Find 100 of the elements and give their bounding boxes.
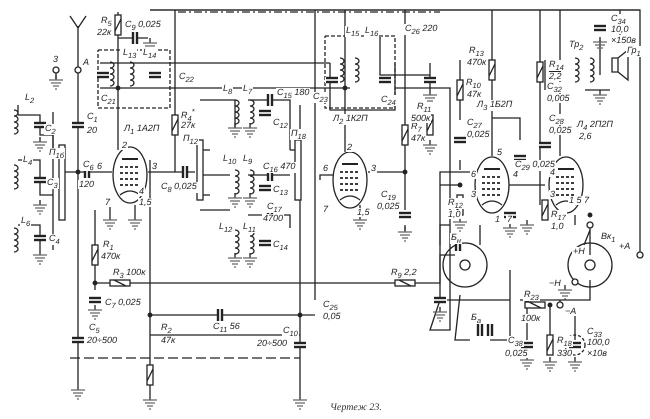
pin-number: 6: [322, 164, 330, 173]
pin-number: 4: [512, 170, 520, 179]
component-value: 0,05: [322, 312, 342, 321]
component-value: 47к: [160, 336, 176, 345]
component-label: R$_{10}$: [465, 78, 482, 90]
component-label: R$_{9}$ 2,2: [390, 268, 418, 280]
component-value: 0,005: [546, 94, 571, 103]
component-label: C$_{23}$: [312, 92, 329, 104]
pin-number: 1 5 7: [568, 196, 590, 205]
component-label: L$_{9}$: [242, 154, 254, 166]
component-label: C$_{5}$: [88, 323, 101, 334]
component-label: C$_{10}$: [282, 326, 299, 338]
component-value: 4700: [262, 214, 284, 223]
pin-number: 1,5: [138, 198, 153, 207]
component-label: C$_{13}$: [272, 185, 289, 196]
component-label: C$_{22}$: [178, 72, 195, 84]
component-value: 1,0: [550, 222, 565, 231]
pin-number: 1: [494, 215, 502, 224]
component-label: L$_{4}$: [22, 155, 34, 166]
terminal-label: +А: [618, 242, 632, 251]
component-label: C$_{7}$ 0,025: [104, 298, 142, 310]
component-label: L$_{7}$: [242, 84, 254, 96]
component-label: R$_{5}$: [100, 16, 113, 28]
component-label: L$_{12}$: [218, 222, 234, 234]
component-label: R$_{17}$: [550, 210, 567, 222]
component-label: C$_{33}$: [586, 327, 603, 338]
component-label: C$_{9}$ 0,025: [124, 20, 162, 32]
switch-label: Вк$_{1}$: [600, 232, 616, 244]
component-label: C$_{27}$: [466, 118, 483, 130]
component-label: R$_{13}$: [468, 46, 485, 58]
terminal-label: −А: [564, 307, 578, 316]
battery-label: Б$_{а}$: [470, 313, 482, 324]
pin-number: 3: [470, 190, 478, 199]
figure-caption: Чертеж 23.: [330, 402, 382, 413]
pin-number: 2: [346, 143, 354, 152]
component-value: 120: [78, 180, 96, 189]
tube-label: Л$_{2}$ 1К2П: [332, 114, 369, 126]
component-label: L$_{15}$: [345, 26, 360, 38]
component-label: C$_{16}$ 470: [262, 162, 296, 174]
component-label: R$_{11}$: [416, 102, 432, 114]
component-label: R$_{18}$: [556, 336, 573, 348]
component-label: R$_{2}$: [160, 323, 173, 334]
component-label: C$_{32}$: [546, 82, 563, 94]
component-value: ×10в: [586, 349, 608, 358]
tube-label: Л$_{3}$ 1Б2П: [476, 100, 514, 112]
component-label: C$_{28}$: [548, 114, 565, 126]
component-label: C$_{17}$: [266, 202, 283, 214]
switch-label: П$_{12}$: [182, 134, 199, 146]
component-label: C$_{12}$: [272, 118, 289, 130]
component-label: R$_{14}$: [548, 60, 565, 72]
component-value: 47к: [466, 90, 482, 99]
component-label: C$_{1}$: [86, 112, 99, 124]
component-value: 2,2: [548, 72, 563, 81]
component-value: 2,6: [578, 132, 593, 141]
component-label: C$_{25}$: [322, 300, 339, 312]
component-label: L$_{16}$: [364, 26, 380, 38]
battery-label: Б$_{н}$: [450, 233, 462, 244]
component-label: L$_{14}$: [142, 48, 158, 60]
component-value: 20÷500: [86, 336, 118, 345]
component-label: Гр$_{1}$: [626, 46, 642, 58]
component-label: C$_{21}$: [100, 94, 117, 106]
component-value: 22к: [96, 28, 112, 37]
switch-label: П$_{18}$: [290, 129, 307, 140]
pin-number: 3: [549, 190, 556, 199]
component-label: R$_{3}$ 100к: [112, 268, 146, 280]
component-label: C$_{3}$: [46, 178, 59, 190]
component-value: 470к: [466, 58, 488, 67]
component-value: 1,0: [447, 210, 462, 219]
component-label: C$_{24}$: [380, 95, 397, 106]
pin-number: 3: [370, 164, 378, 173]
component-value: 27к: [180, 121, 196, 130]
component-label: L$_{8}$: [222, 84, 234, 96]
component-value: 330: [556, 349, 574, 358]
component-label: R$_{1}$: [102, 240, 115, 252]
component-label: C$_{15}$ 180: [276, 88, 310, 100]
component-label: C$_{26}$ 220: [404, 24, 438, 36]
component-label: R$_{12}$: [447, 198, 464, 210]
component-value: 0,025: [376, 202, 401, 211]
component-label: R$_{7}$: [410, 122, 423, 134]
terminal-label: −Н: [548, 279, 562, 288]
component-value: 47к: [410, 134, 426, 143]
pin-number: 6: [96, 162, 104, 171]
pin-number: 7: [104, 198, 112, 207]
component-label: C$_{19}$: [380, 190, 397, 202]
component-value: 100к: [520, 314, 542, 323]
tube-label: Л$_{4}$ 2П2П: [576, 120, 614, 132]
pin-number: 7: [506, 215, 514, 224]
component-value: 0,025: [504, 349, 529, 358]
component-label: R$_{23}$: [523, 290, 540, 302]
component-value: 20: [86, 126, 98, 135]
component-label: C$_{11}$ 56: [212, 322, 241, 334]
component-value: 470к: [100, 252, 122, 261]
pin-number: 7: [322, 205, 330, 214]
switch-label: П$_{1б}$: [48, 148, 65, 160]
terminal-label: A: [82, 58, 90, 67]
component-label: C$_{34}$: [610, 14, 627, 26]
component-value: ×150в: [610, 36, 637, 45]
pin-number: 2: [121, 141, 128, 150]
terminal-label: 3: [52, 55, 60, 64]
pin-number: 3: [151, 162, 158, 171]
